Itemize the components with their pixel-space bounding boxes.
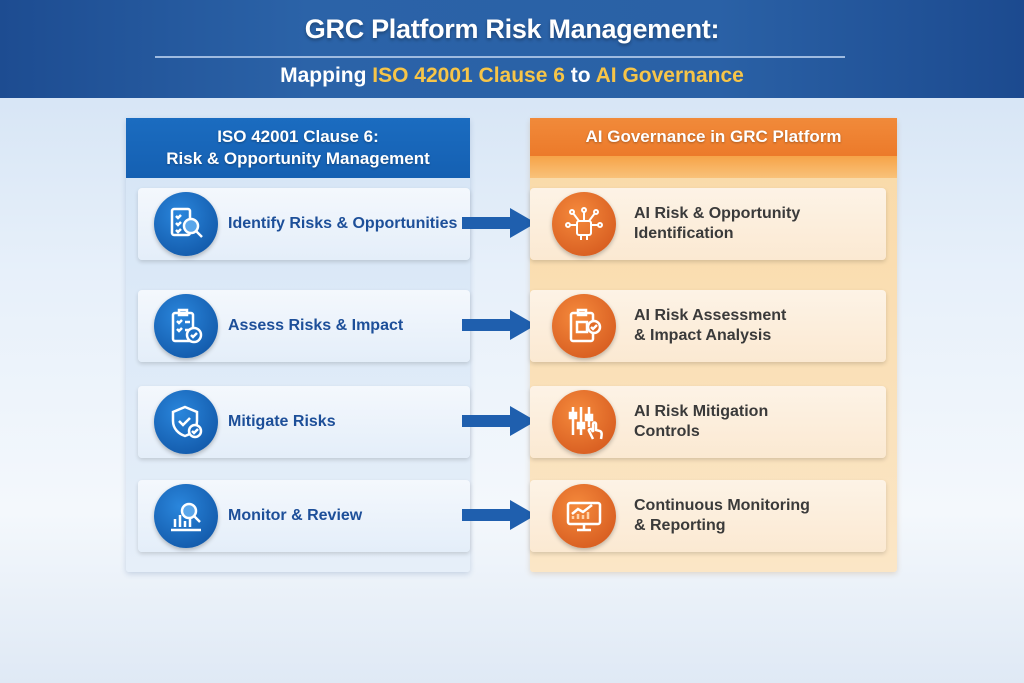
ai-governance-label: Continuous Monitoring & Reporting (634, 496, 834, 536)
ai-governance-label: AI Risk Mitigation Controls (634, 402, 834, 442)
iso-step-label: Monitor & Review (228, 507, 363, 524)
iso-step-card: Mitigate Risks (138, 386, 470, 458)
title-divider (155, 56, 845, 58)
clipboard-chip-icon (552, 294, 616, 358)
ai-panel-header: AI Governance in GRC Platform (530, 118, 897, 156)
label-line: & Impact Analysis (634, 327, 772, 344)
iso-step-card: Identify Risks & Opportunities (138, 188, 470, 260)
subtitle-text: Mapping (280, 64, 373, 87)
iso-step-card: Monitor & Review (138, 480, 470, 552)
label-line: AI Risk & Opportunity (634, 205, 801, 222)
iso-step-label: Mitigate Risks (228, 413, 336, 430)
ai-brain-icon (552, 192, 616, 256)
arrow-right-icon (462, 208, 536, 238)
chart-search-icon (154, 484, 218, 548)
page-title: GRC Platform Risk Management: (304, 14, 720, 44)
page-subtitle: Mapping ISO 42001 Clause 6 to AI Governa… (0, 64, 1024, 88)
label-line: Identification (634, 225, 734, 242)
header-banner: GRC Platform Risk Management: Mapping IS… (0, 0, 1024, 98)
iso-panel-header: ISO 42001 Clause 6: Risk & Opportunity Ma… (126, 118, 470, 178)
label-line: AI Risk Mitigation Controls (634, 403, 769, 440)
arrow-right-icon (462, 500, 536, 530)
shield-check-icon (154, 390, 218, 454)
iso-panel-title: ISO 42001 Clause 6: (217, 127, 379, 146)
ai-governance-label: AI Risk Assessment & Impact Analysis (634, 306, 834, 346)
clipboard-check-icon (154, 294, 218, 358)
iso-step-card: Assess Risks & Impact (138, 290, 470, 362)
sliders-hand-icon (552, 390, 616, 454)
ai-governance-card: AI Risk Assessment & Impact Analysis (530, 290, 886, 362)
label-line: Continuous Monitoring (634, 497, 810, 514)
label-line: AI Risk Assessment (634, 307, 787, 324)
ai-governance-card: AI Risk Mitigation Controls (530, 386, 886, 458)
subtitle-highlight-ai: AI Governance (595, 64, 744, 87)
iso-panel-subtitle: Risk & Opportunity Management (166, 149, 430, 168)
monitor-chart-icon (552, 484, 616, 548)
subtitle-highlight-iso: ISO 42001 Clause 6 (372, 64, 565, 87)
arrow-right-icon (462, 406, 536, 436)
label-line: & Reporting (634, 517, 726, 534)
arrow-right-icon (462, 310, 536, 340)
header-band (530, 156, 897, 178)
iso-step-label: Assess Risks & Impact (228, 317, 404, 334)
ai-governance-card: Continuous Monitoring & Reporting (530, 480, 886, 552)
subtitle-text: to (564, 64, 596, 87)
iso-step-label: Identify Risks & Opportunities (228, 215, 458, 232)
checklist-search-icon (154, 192, 218, 256)
